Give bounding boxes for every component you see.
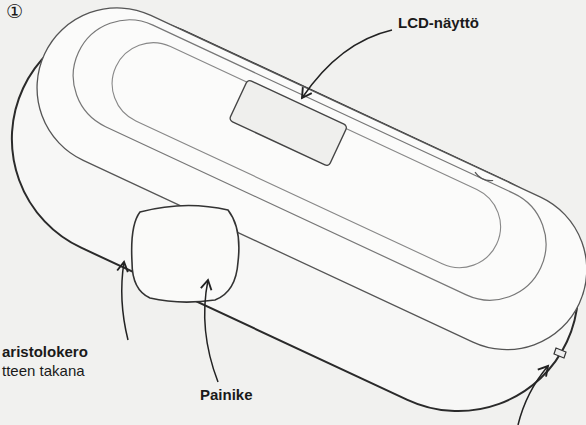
part-label: LCD-näyttö bbox=[398, 14, 479, 32]
leader-line bbox=[122, 262, 128, 340]
leader-line bbox=[302, 30, 392, 98]
slot bbox=[554, 348, 566, 358]
part-label: Painike bbox=[200, 386, 253, 404]
button bbox=[132, 205, 239, 302]
part-label: tteen takana bbox=[2, 362, 85, 380]
lcd-window bbox=[229, 79, 348, 166]
leader-line bbox=[518, 366, 548, 425]
leader-line bbox=[205, 280, 218, 382]
callout-number: ① bbox=[6, 2, 23, 20]
part-label: aristolokero bbox=[2, 343, 88, 361]
